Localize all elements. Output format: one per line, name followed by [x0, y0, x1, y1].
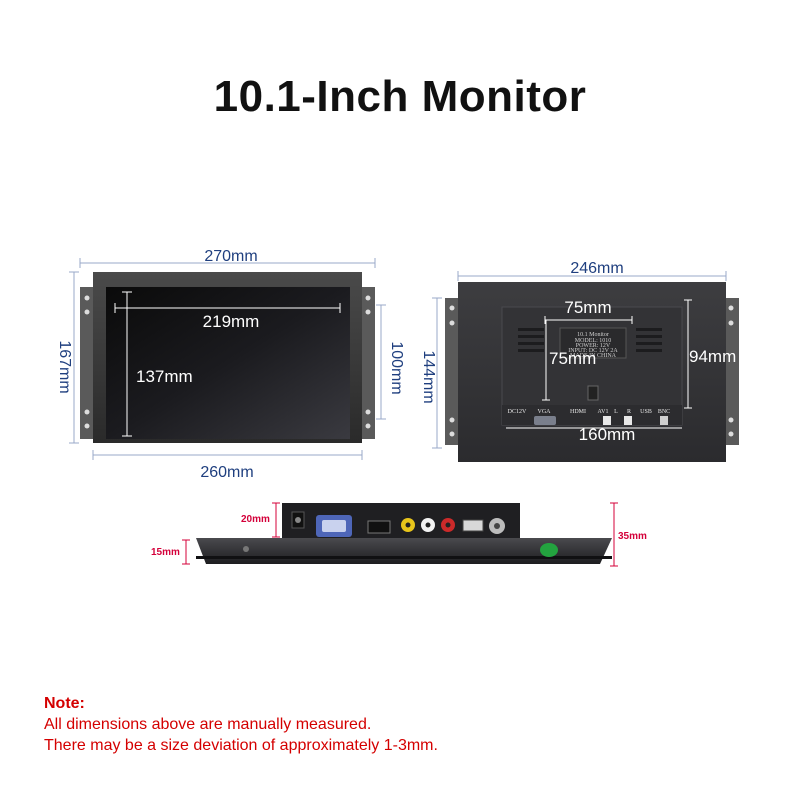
- note-line: All dimensions above are manually measur…: [44, 716, 372, 733]
- side-body-edge: [196, 556, 612, 559]
- mount-hole: [728, 417, 734, 423]
- front-screen: [106, 287, 350, 439]
- box-width-label: 160mm: [579, 425, 636, 444]
- mount-hole: [365, 423, 371, 429]
- port-label: VGA: [538, 409, 552, 415]
- av-port-icon: [603, 416, 611, 425]
- front-outer-height-label: 167mm: [56, 340, 73, 393]
- vent-slots: [518, 328, 662, 352]
- mount-hole: [84, 295, 90, 301]
- hdmi-port-icon: [367, 520, 391, 534]
- label-line: MODEL: 1010: [575, 338, 612, 344]
- port-label: L: [614, 409, 618, 415]
- mount-hole: [365, 409, 371, 415]
- box-height-label: 94mm: [689, 347, 736, 366]
- label-line: INPUT: DC 12V 2A: [568, 348, 618, 354]
- front-mount-height-label: 100mm: [388, 341, 405, 394]
- av-port-icon: [624, 416, 632, 425]
- back-view: 10.1 Monitor MODEL: 1010 POWER: 12V INPU…: [420, 260, 739, 462]
- mount-hole: [728, 431, 734, 437]
- page-title: 10.1-Inch Monitor: [213, 72, 587, 121]
- label-line: MADE IN CHINA: [570, 353, 617, 359]
- port-label: HDMI: [570, 409, 586, 415]
- vesa-height-label: 75mm: [549, 349, 596, 368]
- left-mount-flange: [445, 298, 460, 445]
- back-outer-height-label: 144mm: [420, 350, 437, 403]
- mount-hole: [84, 423, 90, 429]
- side-view: 20mm 15mm 35mm: [151, 502, 647, 567]
- right-mount-flange: [724, 298, 739, 445]
- screen-width-label: 219mm: [203, 312, 260, 331]
- front-view: 270mm 260mm 167mm 100mm 219mm 137mm: [56, 248, 405, 481]
- body-depth-label: 15mm: [151, 547, 180, 558]
- port-strip: [502, 405, 682, 425]
- vga-port-inner: [322, 520, 346, 532]
- front-inner-width-label: 260mm: [200, 464, 253, 481]
- mount-hole: [449, 417, 455, 423]
- port-label: USB: [640, 409, 652, 415]
- dc-port-pin: [295, 517, 301, 523]
- total-depth-label: 35mm: [618, 531, 647, 542]
- label-line: POWER: 12V: [576, 343, 611, 349]
- mount-hole: [449, 305, 455, 311]
- port-label: AV1: [598, 409, 609, 415]
- bnc-port-pin: [494, 523, 500, 529]
- port-depth-label: 20mm: [241, 514, 270, 525]
- port-label: DC12V: [508, 409, 527, 415]
- label-line: 10.1 Monitor: [577, 332, 609, 338]
- av-port-pin: [445, 522, 451, 528]
- front-outer-width-label: 270mm: [204, 248, 257, 265]
- port-label: R: [627, 409, 631, 415]
- right-mount-flange: [361, 287, 375, 439]
- mount-hole: [365, 309, 371, 315]
- screen-height-label: 137mm: [136, 367, 193, 386]
- mount-hole: [84, 409, 90, 415]
- av-port-pin: [405, 522, 411, 528]
- mount-hole: [728, 320, 734, 326]
- mount-hole: [365, 295, 371, 301]
- av-port-pin: [425, 522, 431, 528]
- bnc-port-icon: [660, 416, 668, 425]
- note-heading: Note:: [44, 695, 85, 712]
- port-label: BNC: [658, 409, 670, 415]
- product-label: [559, 327, 627, 359]
- back-outer-width-label: 246mm: [570, 260, 623, 277]
- left-mount-flange: [80, 287, 94, 439]
- mount-hole: [84, 309, 90, 315]
- vga-port-icon: [534, 416, 556, 425]
- joystick-icon: [587, 385, 599, 401]
- green-indicator-icon: [540, 543, 558, 557]
- note-block: Note: All dimensions above are manually …: [44, 693, 438, 756]
- mount-hole: [449, 320, 455, 326]
- mount-hole: [728, 305, 734, 311]
- vesa-width-label: 75mm: [564, 298, 611, 317]
- screw-icon: [243, 546, 249, 552]
- note-line: There may be a size deviation of approxi…: [44, 737, 438, 754]
- mount-hole: [449, 431, 455, 437]
- usb-port-icon: [462, 519, 484, 532]
